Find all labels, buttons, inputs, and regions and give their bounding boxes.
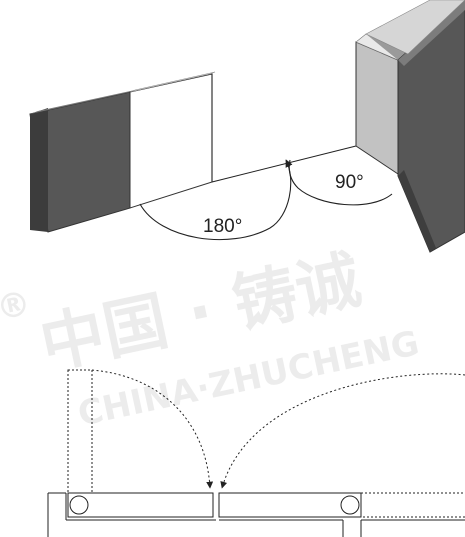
right-hinge-circle [340,495,360,515]
right-leaf-closed [218,492,362,518]
watermark-mark: ® [0,283,34,329]
arc-180 [139,159,293,241]
angle-label-90: 90° [335,172,364,193]
arc-90 [288,159,393,206]
floor-line [211,145,357,183]
left-dark-panel [29,90,135,233]
right-light-panel [355,33,409,175]
left-frame [47,492,216,537]
angle-label-180: 180° [203,216,242,237]
left-hinge-circle [69,495,89,515]
left-swing-arc [91,369,214,489]
left-leaf-closed [67,492,214,518]
right-dark-panel [365,0,465,253]
right-frame [219,519,465,537]
right-leaf-open [360,492,465,518]
right-swing-arc [220,373,465,489]
left-white-panel [129,71,216,209]
isometric-illustration: 180° 90° [29,0,465,253]
plan-view [47,369,465,537]
watermark: 中国 · 铸诚 CHINA·ZHUCHENG ® [0,243,423,434]
left-leaf-open [67,369,93,494]
